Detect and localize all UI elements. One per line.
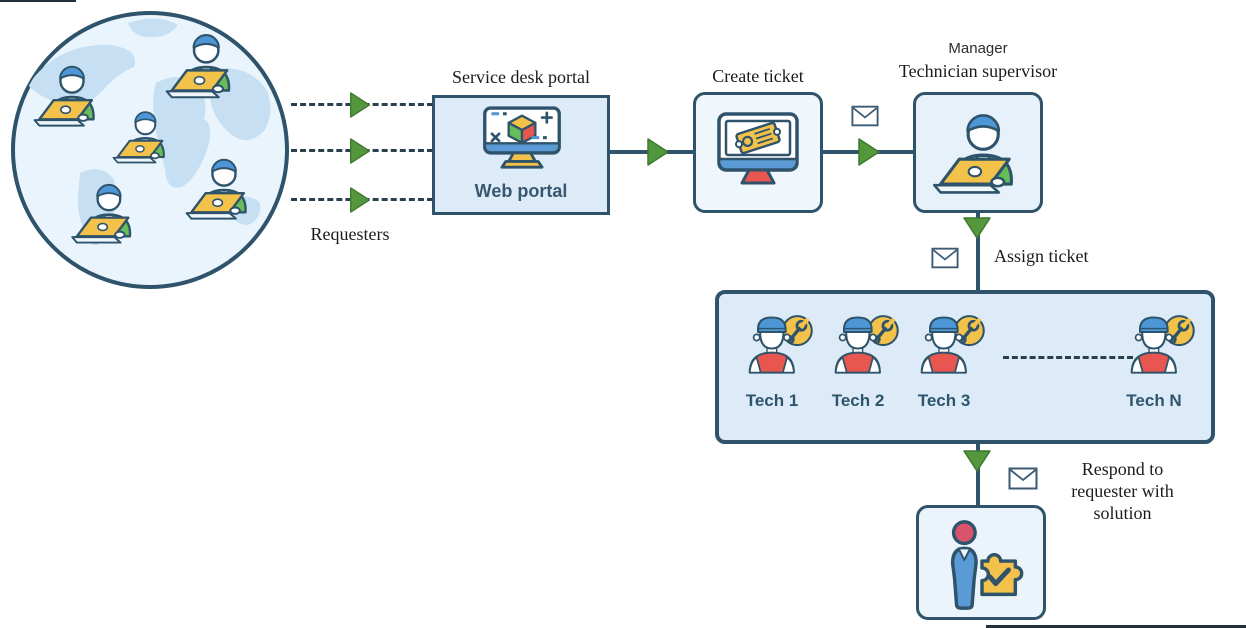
- technician-icon: [828, 312, 900, 374]
- tech-1-label: Tech 1: [745, 391, 799, 410]
- solution-person-puzzle-icon: [950, 520, 1024, 610]
- connector-manager-to-techs: [976, 213, 980, 290]
- arrowhead-icon: [963, 450, 991, 472]
- manager-title: Manager: [948, 40, 1008, 57]
- create-ticket-box: [693, 92, 823, 213]
- globe-icon: [11, 11, 289, 289]
- email-envelope-icon: [931, 246, 959, 270]
- globe-requesters: [8, 5, 292, 295]
- arrowhead-icon: [645, 138, 671, 166]
- create-ticket-icon: [717, 112, 799, 185]
- tech-2-label: Tech 2: [831, 391, 885, 410]
- manager-box: [913, 92, 1043, 213]
- technician-supervisor-title: Technician supervisor: [898, 61, 1058, 81]
- technician-icon: [914, 312, 986, 374]
- solution-box: [916, 505, 1046, 620]
- create-ticket-title: Create ticket: [712, 66, 804, 86]
- connector-techs-to-solution: [976, 444, 980, 505]
- web-portal-icon: [483, 106, 561, 169]
- manager-icon: [926, 109, 1030, 201]
- crop-artifact-line-top: [0, 0, 76, 2]
- requesters-label: Requesters: [310, 224, 390, 244]
- arrowhead-icon: [856, 138, 882, 166]
- email-envelope-icon: [851, 104, 879, 128]
- service-desk-portal-box: Web portal: [432, 95, 610, 215]
- tech-n-label: Tech N: [1126, 391, 1182, 410]
- technician-icon: [742, 312, 814, 374]
- technician-icon: [1124, 312, 1196, 374]
- arrowhead-icon: [349, 92, 371, 118]
- tech-3-label: Tech 3: [917, 391, 971, 410]
- crop-artifact-line-bottom: [986, 625, 1246, 628]
- arrowhead-icon: [963, 217, 991, 239]
- web-portal-label: Web portal: [474, 181, 568, 201]
- assign-ticket-label: Assign ticket: [994, 246, 1089, 266]
- arrowhead-icon: [349, 187, 371, 213]
- ellipsis-connector: [1003, 356, 1133, 359]
- service-desk-portal-title: Service desk portal: [452, 67, 590, 87]
- email-envelope-icon: [1008, 466, 1038, 491]
- respond-label: Respond to requester with solution: [1071, 459, 1174, 523]
- arrowhead-icon: [349, 138, 371, 164]
